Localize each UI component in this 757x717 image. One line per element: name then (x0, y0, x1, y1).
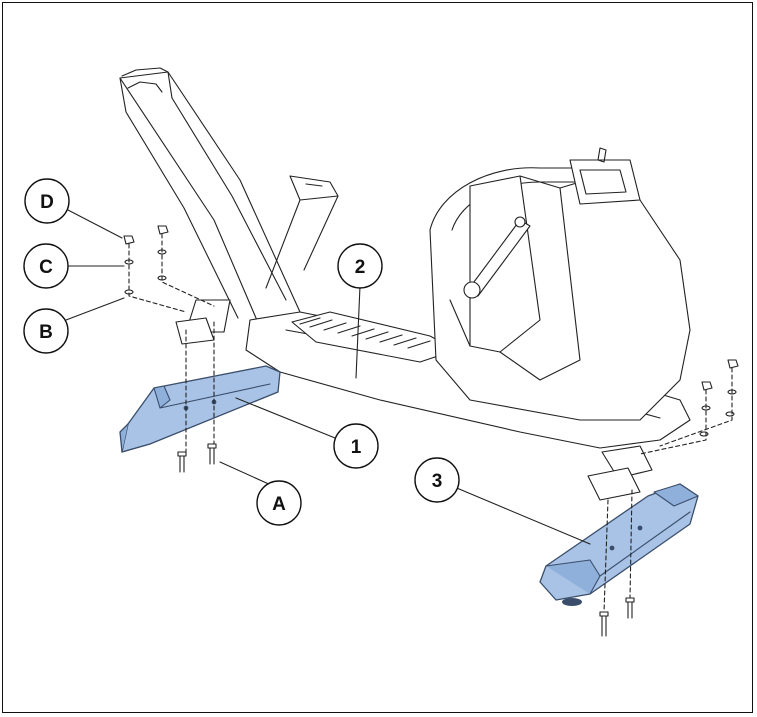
callout-1: 1 (333, 423, 379, 469)
rear-assembly-lines (603, 367, 733, 613)
front-stabilizer (119, 365, 281, 453)
leader-lines (65, 209, 591, 545)
callout-D: D (24, 178, 70, 224)
callout-2: 2 (337, 243, 383, 289)
bike-frame (119, 67, 691, 501)
rear-stabilizer (539, 483, 699, 606)
callout-label-1: 1 (351, 437, 362, 458)
callout-label-C: C (39, 257, 53, 278)
callout-A: A (256, 480, 302, 526)
rear-hardware (599, 359, 739, 637)
callout-label-B: B (39, 322, 53, 343)
callout-label-A: A (272, 494, 286, 515)
callout-C: C (23, 243, 69, 289)
front-assembly-lines (128, 233, 215, 453)
callout-label-D: D (40, 192, 54, 213)
callout-B: B (23, 308, 69, 354)
callout-label-2: 2 (355, 257, 366, 278)
callout-label-3: 3 (432, 471, 443, 492)
callout-3: 3 (414, 457, 460, 503)
